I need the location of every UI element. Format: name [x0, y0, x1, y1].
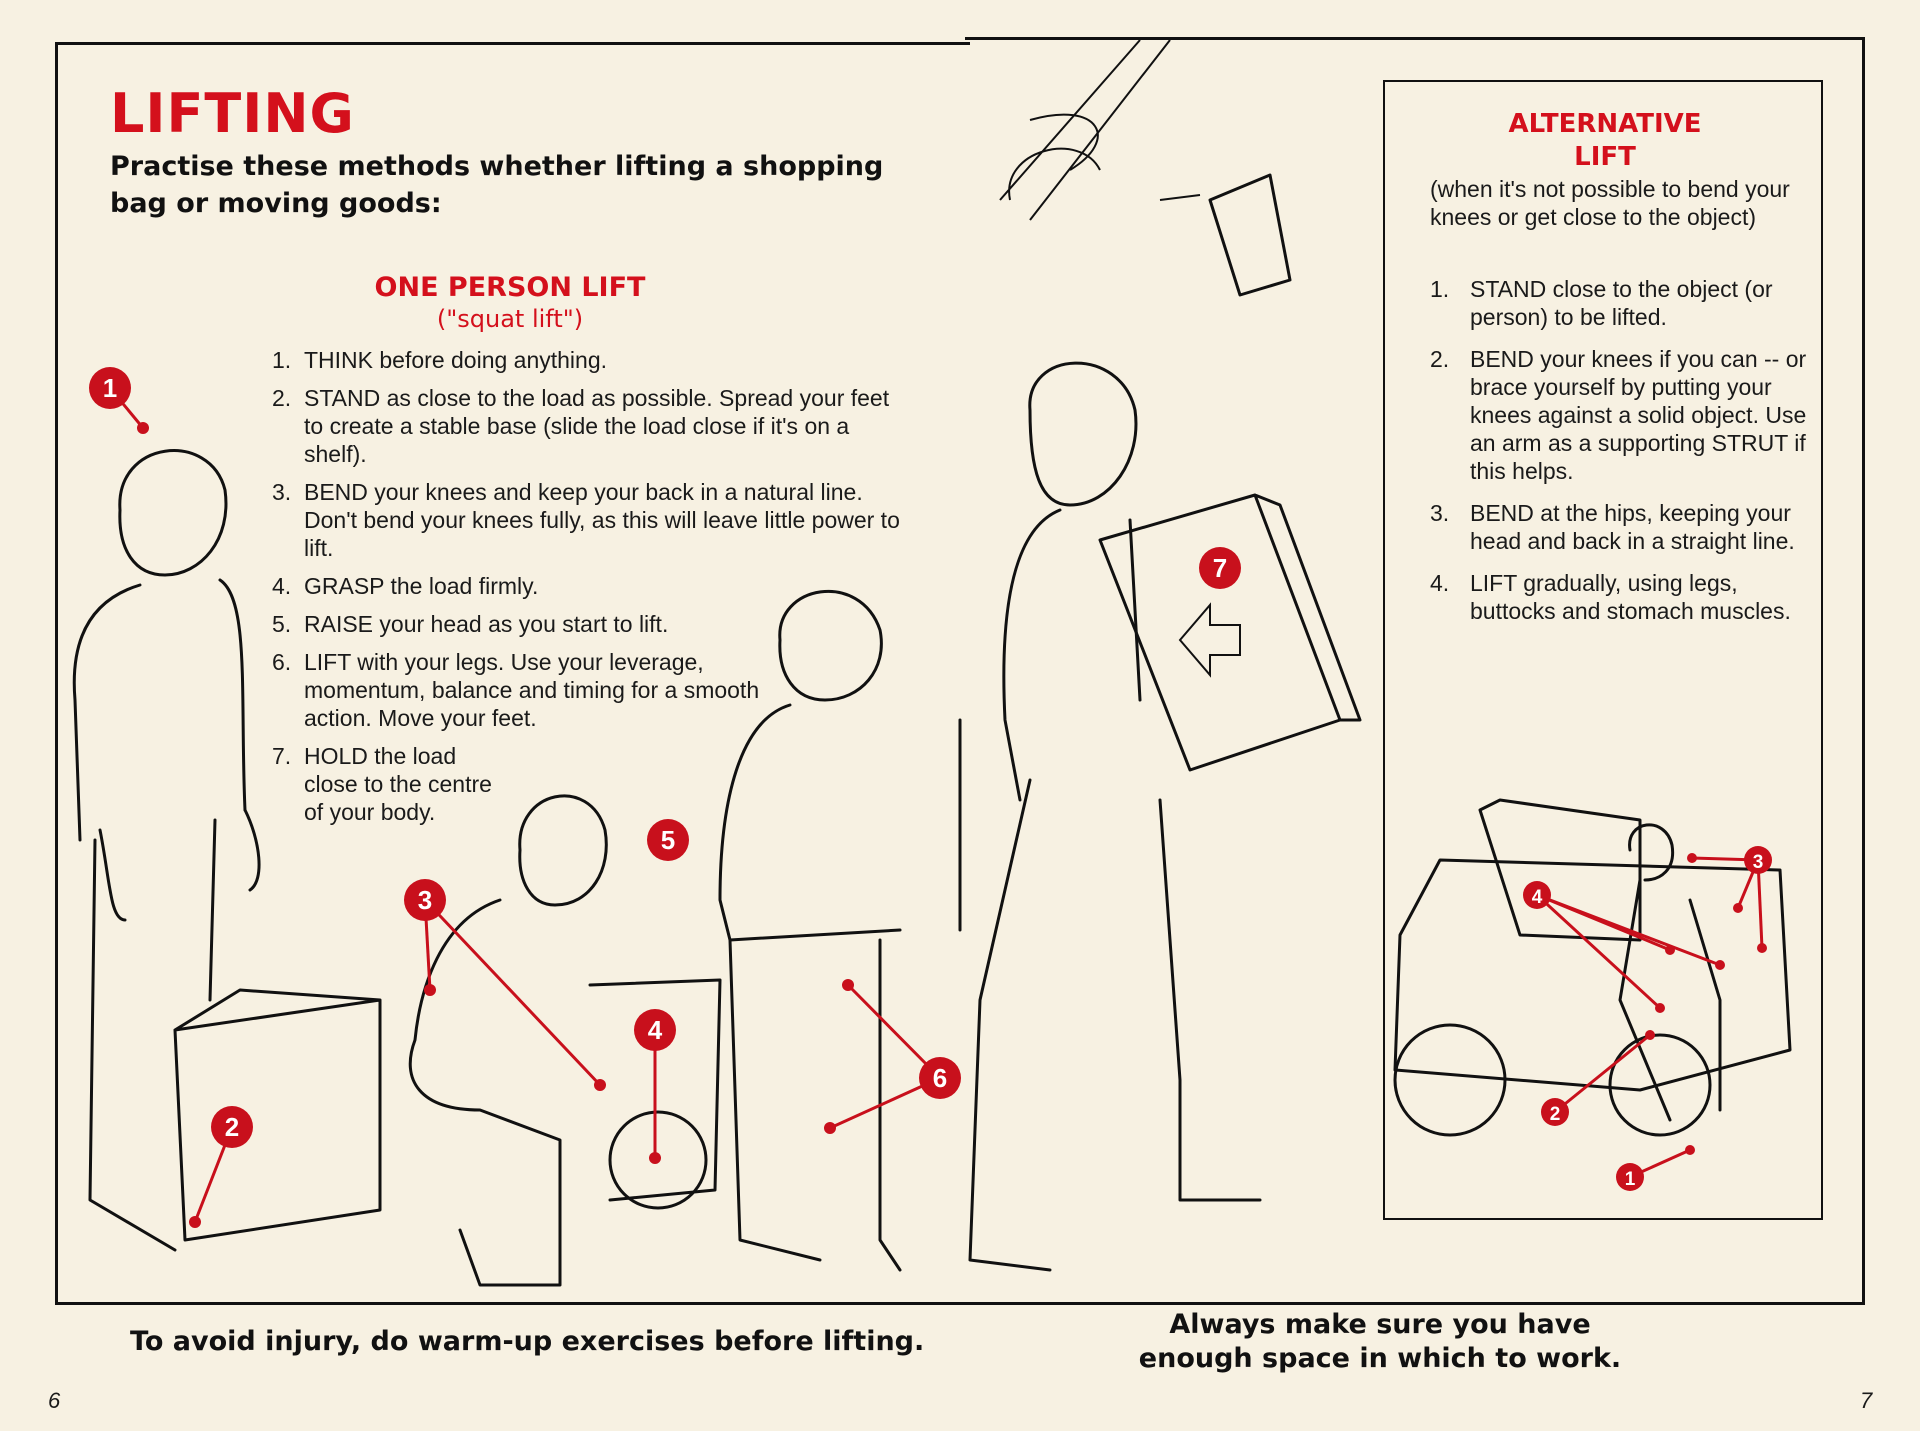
list-item: 4.GRASP the load firmly. [272, 573, 539, 599]
one-person-lift-subtitle: ("squat lift") [436, 305, 584, 333]
svg-text:5: 5 [661, 825, 675, 855]
svg-text:2: 2 [225, 1112, 239, 1142]
caption-warm-up: To avoid injury, do warm-up exercises be… [130, 1326, 925, 1357]
badge-7: 7 [1199, 547, 1241, 589]
badge-alt-4: 4 [1523, 881, 1551, 909]
alt-title-line-1: ALTERNATIVE [1508, 109, 1702, 139]
list-item: 5.RAISE your head as you start to lift. [272, 611, 669, 637]
page-number-left: 6 [48, 1388, 61, 1413]
badge-1: 1 [89, 367, 131, 409]
flying-bandage-character [999, 39, 1292, 297]
walking-figure [968, 361, 1362, 1272]
alternative-lift-title: ALTERNATIVE LIFT [1440, 108, 1770, 174]
badge-alt-2: 2 [1541, 1098, 1569, 1126]
svg-text:2: 2 [1550, 1104, 1561, 1125]
one-person-lift-steps: 1.THINK before doing anything. 2.STAND a… [272, 346, 912, 836]
list-item: 7.HOLD the load close to the centre of y… [272, 743, 492, 825]
svg-text:3: 3 [1753, 852, 1764, 873]
list-item: 4.LIFT gradually, using legs, buttocks a… [1430, 570, 1791, 624]
badge-2: 2 [211, 1106, 253, 1148]
list-item: 6.LIFT with your legs. Use your leverage… [272, 649, 760, 731]
svg-text:1: 1 [103, 373, 117, 403]
list-item: 3.BEND at the hips, keeping your head an… [1430, 500, 1795, 554]
svg-text:6: 6 [933, 1063, 947, 1093]
alternative-lift-box [1383, 80, 1823, 1220]
left-page-frame [55, 42, 970, 1305]
one-person-lift-title: ONE PERSON LIFT [374, 272, 646, 303]
badge-alt-1: 1 [1616, 1163, 1644, 1191]
badge-5: 5 [647, 819, 689, 861]
list-item: 1.THINK before doing anything. [272, 347, 608, 373]
badge-6: 6 [919, 1057, 961, 1099]
list-item: 1.STAND close to the object (or person) … [1430, 276, 1773, 330]
svg-text:3: 3 [418, 885, 432, 915]
list-item: 2.STAND as close to the load as possible… [272, 385, 890, 467]
svg-text:1: 1 [1625, 1169, 1636, 1190]
right-page-frame [965, 37, 1865, 1305]
squatting-figure [408, 794, 722, 1287]
list-item: 3.BEND your knees and keep your back in … [272, 479, 900, 561]
rising-figure [718, 589, 962, 1272]
svg-text:4: 4 [1532, 887, 1543, 908]
page-number-right: 7 [1860, 1388, 1873, 1413]
svg-text:4: 4 [648, 1015, 663, 1045]
badge-4: 4 [634, 1009, 676, 1051]
page-subtitle: Practise these methods whether lifting a… [110, 151, 884, 219]
box-illustration [173, 988, 382, 1242]
svg-text:7: 7 [1213, 553, 1227, 583]
standing-figure [72, 449, 261, 1252]
car-trunk-scene [1393, 798, 1792, 1137]
badge-alt-3: 3 [1744, 846, 1772, 874]
badge-3: 3 [404, 879, 446, 921]
list-item: 2.BEND your knees if you can -- or brace… [1430, 346, 1807, 484]
alt-title-line-2: LIFT [1574, 142, 1636, 172]
page-title: LIFTING [110, 82, 355, 145]
alternative-lift-steps: 1.STAND close to the object (or person) … [1430, 275, 1810, 639]
alternative-lift-intro: (when it's not possible to bend your kne… [1430, 176, 1790, 230]
caption-space: Always make sure you have enough space i… [1138, 1309, 1622, 1374]
